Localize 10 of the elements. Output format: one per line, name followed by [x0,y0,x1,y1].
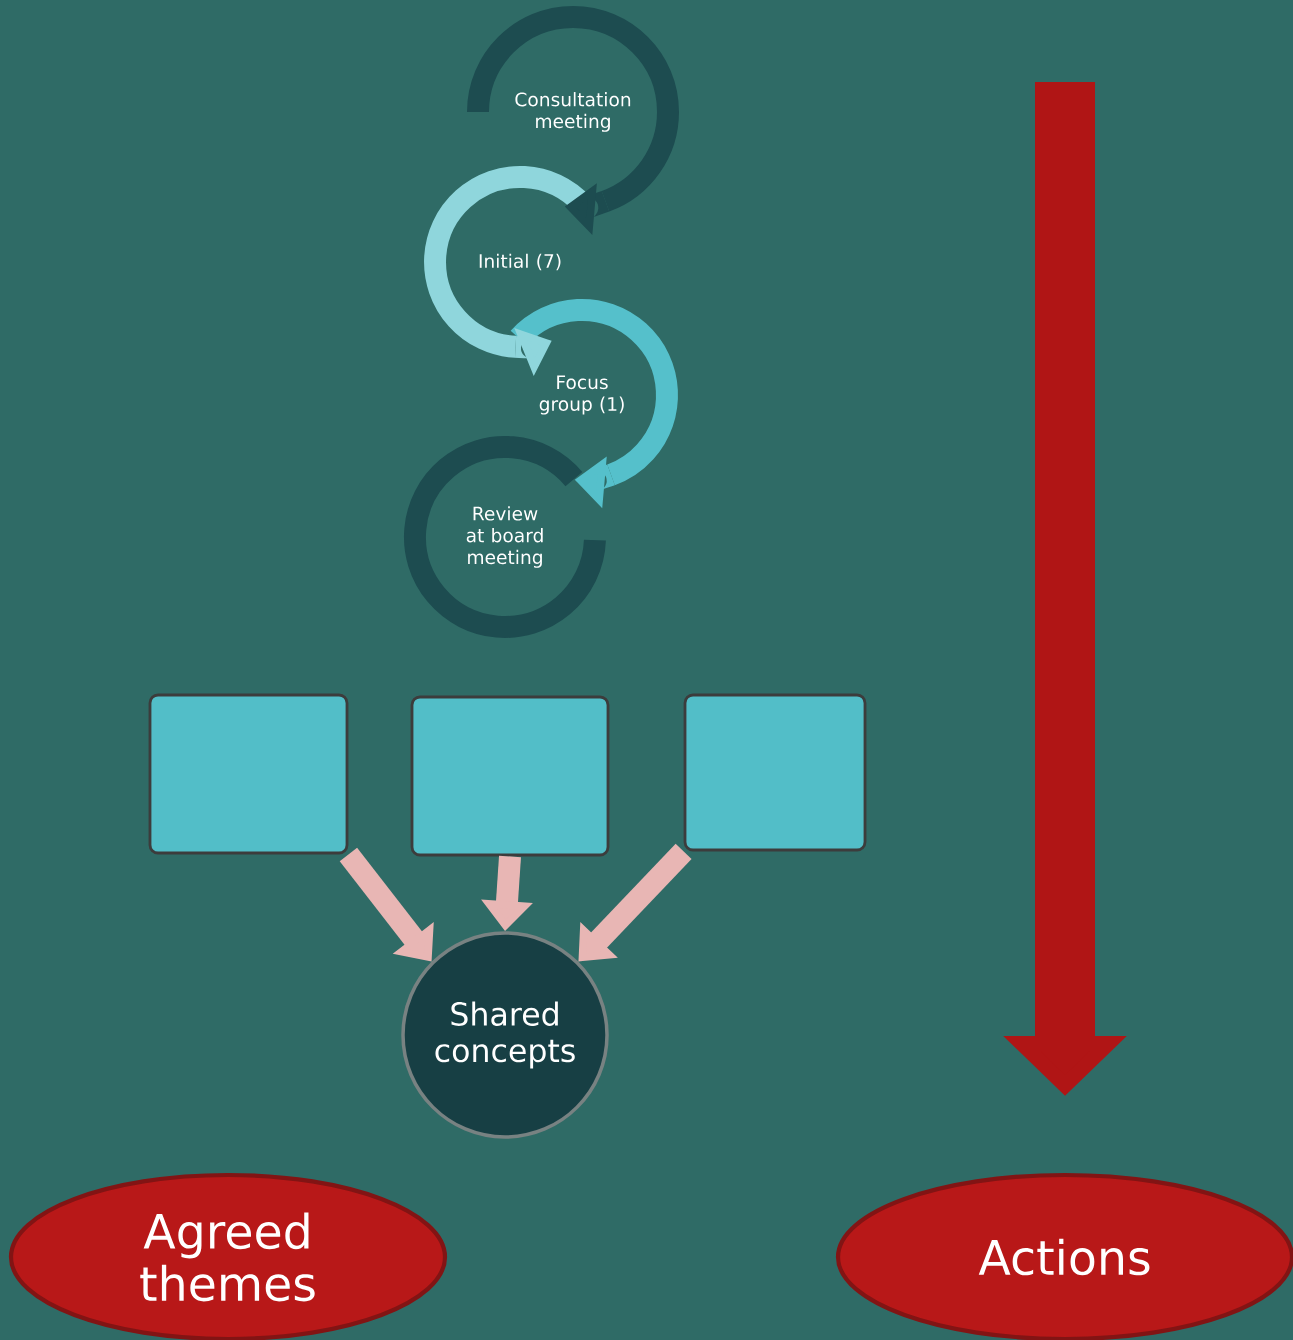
ring-segment: Consultation meeting [467,6,679,212]
ring-segment: Initial (7) [424,166,591,358]
square-box [683,693,867,852]
oval-label: Actions [835,1172,1293,1340]
oval-label: Agreed themes [8,1172,448,1340]
arrow [578,843,692,962]
ring-segment: Focus group (1) [511,299,678,486]
square-box [148,693,349,855]
ring-segment: Review at board meeting [404,436,606,638]
square-box [410,695,610,857]
